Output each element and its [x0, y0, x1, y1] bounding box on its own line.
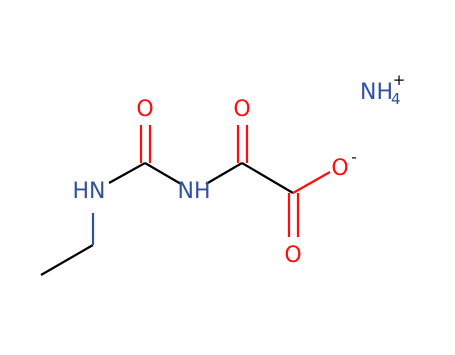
- bond-c-urea-n: [144, 162, 182, 185]
- atom-label-o-urea: O: [136, 97, 153, 122]
- bond-ch3-ch2: [40, 244, 94, 276]
- bond-c-c: [241, 162, 294, 194]
- counterion-subscript: 4: [391, 90, 401, 108]
- atom-label-o-anion: O: [331, 156, 348, 181]
- bond-n-c-urea: [108, 162, 146, 184]
- bond-n-c-keto: [205, 162, 243, 185]
- atom-label-o-carboxyl: O: [284, 243, 301, 268]
- bond-c-o-anion: [292, 171, 331, 194]
- atom-label-o-keto: O: [233, 97, 250, 122]
- counterion-symbol: NH: [360, 80, 393, 105]
- atom-label-nh: NH: [178, 179, 211, 204]
- charge-minus: -: [351, 148, 356, 166]
- counterion-charge: +: [393, 71, 406, 89]
- atom-label-hn: HN: [73, 179, 106, 204]
